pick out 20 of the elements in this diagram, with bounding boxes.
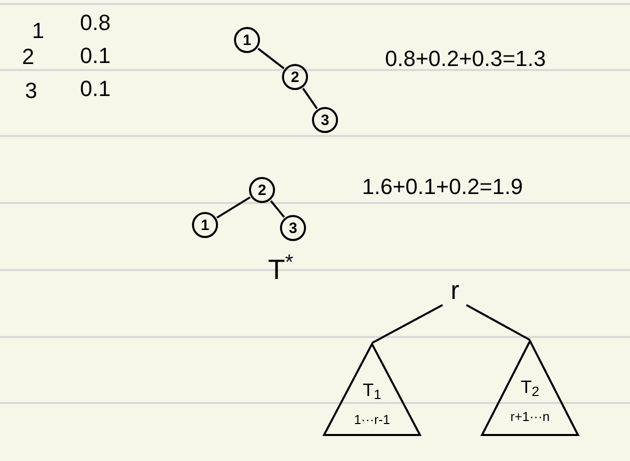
subtree-label: T$_{2}$: [520, 378, 540, 396]
note-text: 0.1: [80, 78, 111, 100]
note-text: 0.8: [80, 12, 111, 34]
root-label: r: [440, 275, 470, 305]
note-text: T$^{*}$: [268, 256, 294, 284]
subtree-label: 1···r-1: [352, 413, 392, 426]
note-text: 1.6+0.1+0.2=1.9: [362, 176, 523, 198]
connector-line: [466, 304, 530, 341]
note-text: 2: [22, 46, 34, 68]
connector-line: [372, 304, 444, 344]
note-text: 0.1: [80, 45, 111, 67]
note-text: 0.8+0.2+0.3=1.3: [385, 48, 546, 70]
note-text: 3: [25, 80, 38, 102]
connector-line: [302, 88, 318, 110]
connector-line: [270, 200, 285, 218]
connector-line: [216, 196, 251, 219]
subtree-label: r+1···n: [509, 410, 551, 423]
connector-line: [257, 48, 285, 70]
note-text: 1: [32, 20, 44, 42]
subtree-label: T$_{1}$: [362, 381, 382, 399]
